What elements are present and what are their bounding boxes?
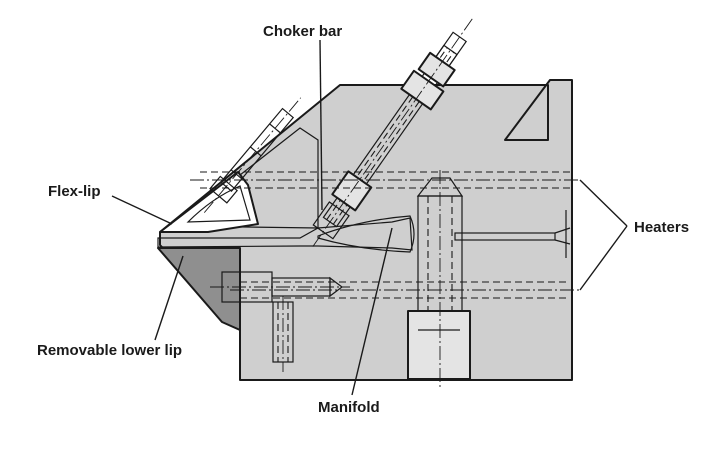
heater-bore-lower [230, 281, 580, 299]
feed-slot [454, 232, 556, 241]
heater-bore-upper [190, 171, 580, 189]
manifold-leader [351, 227, 393, 396]
heaters-leader-upper [579, 179, 628, 227]
vertical-manifold-bolt [407, 170, 471, 388]
flex-lip-label: Flex-lip [48, 183, 101, 200]
choker-bar-assembly [312, 16, 474, 247]
heaters-leader-lower [579, 225, 628, 291]
removable-lower-lip-insert [157, 247, 241, 331]
removable-lower-lip-leader [154, 255, 184, 341]
flow-channel [157, 217, 413, 251]
heaters-label: Heaters [634, 219, 689, 236]
upper-die-block [173, 127, 319, 229]
lower-vertical-bolt [272, 296, 294, 372]
manifold-label: Manifold [318, 399, 380, 416]
removable-lower-lip-label: Removable lower lip [37, 342, 182, 359]
choker-bar-leader [319, 39, 323, 211]
choker-bar-label: Choker bar [263, 23, 342, 40]
flex-lip-arm [159, 171, 259, 233]
flex-lip-bolt [203, 97, 302, 213]
manifold-cavity [317, 215, 415, 253]
flex-lip-leader [111, 195, 173, 225]
lower-lip-bolt [210, 271, 350, 303]
